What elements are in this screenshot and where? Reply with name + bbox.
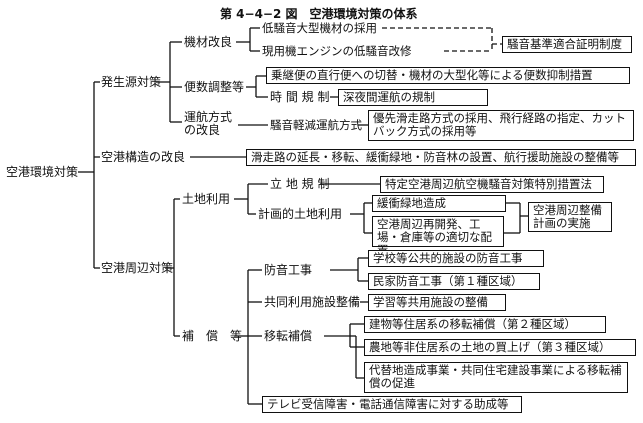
box-learning-facility: 学習等共用施設の整備 <box>368 294 506 311</box>
box-school-soundproof: 学校等公共的施設の防音工事 <box>368 250 544 267</box>
node-equipment-b: 現用機エンジンの低騒音改修 <box>262 44 412 58</box>
box-farmland-purchase: 農地等非住居系の土地の買上げ（第３種区域） <box>364 339 636 356</box>
node-soundproofing: 防音工事 <box>264 263 313 277</box>
node-compensation: 補 償 等 <box>182 329 243 343</box>
box-night-ops: 深夜間運航の規制 <box>338 89 488 106</box>
node-siting: 立 地 規 制 <box>270 177 330 191</box>
node-shared-facility: 共同利用施設整備 <box>264 295 361 309</box>
node-flight-adjust: 便数調整等 <box>184 80 245 94</box>
box-house-soundproof: 民家防音工事（第１種区域） <box>368 273 540 290</box>
node-surrounding-measures: 空港周辺対策 <box>101 261 174 275</box>
node-operation-mode: 運航方式の改良 <box>184 110 233 137</box>
box-plan-implementation: 空港周辺整備計画の実施 <box>528 202 612 232</box>
box-buffer-green: 緩衝緑地造成 <box>372 195 506 212</box>
node-noise-abatement: 騒音軽減運航方式 <box>270 118 362 132</box>
box-runway-extension: 滑走路の延長・移転、緩衝緑地・防音林の設置、航行援助施設の整備等 <box>246 149 636 166</box>
box-special-law: 特定空港周辺航空機騒音対策特別措置法 <box>380 176 604 193</box>
box-building-relocation: 建物等住居系の移転補償（第２種区域） <box>364 316 606 333</box>
box-preferential-runway: 優先滑走路方式の採用、飛行経路の指定、カットバック方式の採用等 <box>368 110 634 141</box>
box-tv-interference: テレビ受信障害・電話通信障害に対する助成等 <box>262 396 522 413</box>
node-airport-structure: 空港構造の改良 <box>101 150 186 164</box>
node-time-regulation: 時 間 規 制 <box>270 90 330 104</box>
node-land-use: 土地利用 <box>182 192 231 206</box>
node-equipment: 機材改良 <box>184 35 233 49</box>
box-alternative-land: 代替地造成事業・共同住宅建設事業による移転補償の促進 <box>364 362 628 393</box>
box-redevelopment: 空港周辺再開発、工場・倉庫等の適切な配置 <box>372 216 504 257</box>
node-planned-land-use: 計画的土地利用 <box>258 207 343 221</box>
node-relocation: 移転補償 <box>264 329 313 343</box>
node-equipment-a: 低騒音大型機材の採用 <box>262 21 377 35</box>
diagram-title: 第 4−4−2 図 空港環境対策の体系 <box>220 7 418 21</box>
box-noise-cert: 騒音基準適合証明制度 <box>502 36 632 53</box>
box-flight-reduce: 乗継便の直行便への切替・機材の大型化等による便数抑制措置 <box>266 67 630 84</box>
node-source-measures: 発生源対策 <box>101 75 162 89</box>
root-node: 空港環境対策 <box>6 165 79 179</box>
